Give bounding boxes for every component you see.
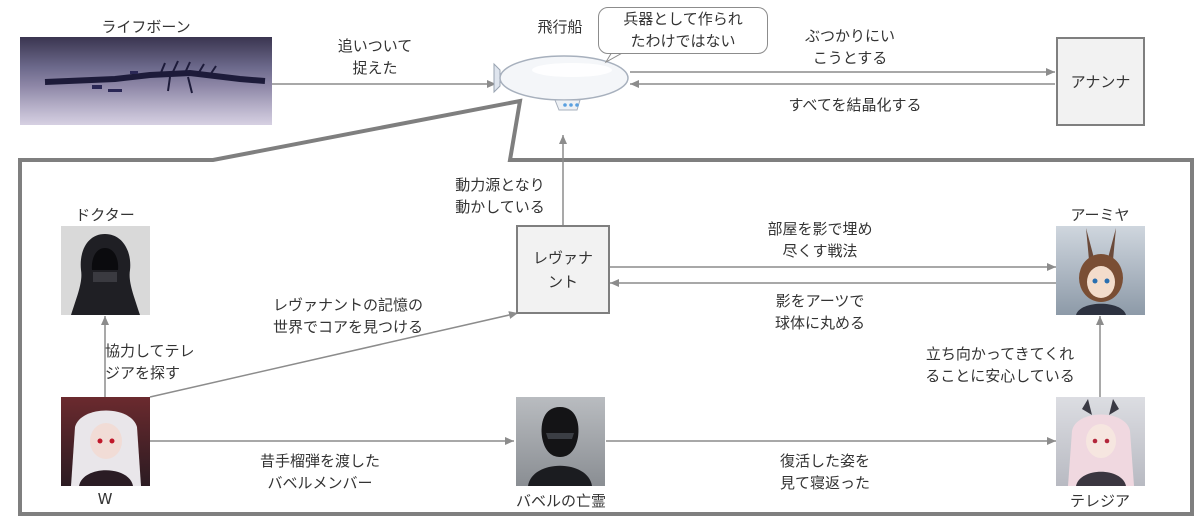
edge-label-amiya-revenant: 影をアーツで 球体に丸める — [740, 290, 900, 334]
edge-label-line: 動かしている — [440, 196, 560, 218]
babel-ghost-portrait — [516, 397, 605, 486]
node-anannna: アナンナ — [1056, 37, 1145, 126]
edge-label-babel-theresa: 復活した姿を 見て寝返った — [750, 450, 900, 494]
edge-label-line: バベルメンバー — [240, 472, 400, 494]
edge-label-line: 見て寝返った — [750, 472, 900, 494]
edge-label-line: ることに安心している — [905, 365, 1095, 387]
edge-label-line: 影をアーツで — [740, 290, 900, 312]
node-label-airship: 飛行船 — [520, 16, 600, 37]
node-label-babel-ghost: バベルの亡霊 — [500, 490, 622, 511]
edge-label-w-revenant: レヴァナントの記憶の 世界でコアを見つける — [248, 294, 448, 338]
edge-label-line: 捉えた — [300, 57, 450, 79]
doctor-portrait — [61, 226, 150, 315]
edge-label-revenant-amiya: 部屋を影で埋め 尽くす戦法 — [740, 218, 900, 262]
edge-label-w-doctor: 協力してテレ ジアを探す — [105, 340, 215, 384]
edge-label-line: 尽くす戦法 — [740, 240, 900, 262]
lifebone-image — [20, 37, 272, 125]
edge-label-line: 球体に丸める — [740, 312, 900, 334]
bubble-line: たわけではない — [599, 30, 767, 52]
edge-label-line: 立ち向かってきてくれ — [905, 343, 1095, 365]
edge-label-w-babel: 昔手榴弾を渡した バベルメンバー — [240, 450, 400, 494]
amiya-portrait — [1056, 226, 1145, 315]
edge-label-line: ぶつかりにい — [775, 25, 925, 47]
node-label-amiya: アーミヤ — [1050, 204, 1150, 225]
edge-label-revenant-airship: 動力源となり 動かしている — [440, 174, 560, 218]
node-revenant: レヴァナント — [516, 225, 610, 314]
node-label-doctor: ドクター — [50, 204, 160, 225]
edge-label-line: 復活した姿を — [750, 450, 900, 472]
edge-label-line: 昔手榴弾を渡した — [240, 450, 400, 472]
node-label-lifebone: ライフボーン — [20, 16, 272, 37]
edge-label-lifebone-airship: 追いついて 捉えた — [300, 35, 450, 79]
edge-label-line: 世界でコアを見つける — [248, 316, 448, 338]
edge-label-line: 動力源となり — [440, 174, 560, 196]
airship-speech-bubble: 兵器として作られ たわけではない — [598, 7, 768, 54]
w-portrait — [61, 397, 150, 486]
edge-label-line: レヴァナントの記憶の — [248, 294, 448, 316]
node-revenant-label: レヴァナント — [528, 246, 598, 294]
node-label-theresa: テレジア — [1040, 490, 1160, 511]
edge-label-line: すべてを結晶化する — [745, 94, 965, 116]
edge-label-line: 部屋を影で埋め — [740, 218, 900, 240]
edge-label-anannna-airship: すべてを結晶化する — [745, 94, 965, 116]
edge-label-line: 協力してテレ — [105, 340, 215, 362]
edge-label-airship-anannna: ぶつかりにい こうとする — [775, 25, 925, 69]
edge-label-theresa-amiya: 立ち向かってきてくれ ることに安心している — [905, 343, 1095, 387]
edge-label-line: 追いついて — [300, 35, 450, 57]
bubble-line: 兵器として作られ — [599, 8, 767, 30]
edge-label-line: こうとする — [775, 47, 925, 69]
theresa-portrait — [1056, 397, 1145, 486]
edge-label-line: ジアを探す — [105, 362, 215, 384]
node-label-w: W — [55, 490, 155, 508]
